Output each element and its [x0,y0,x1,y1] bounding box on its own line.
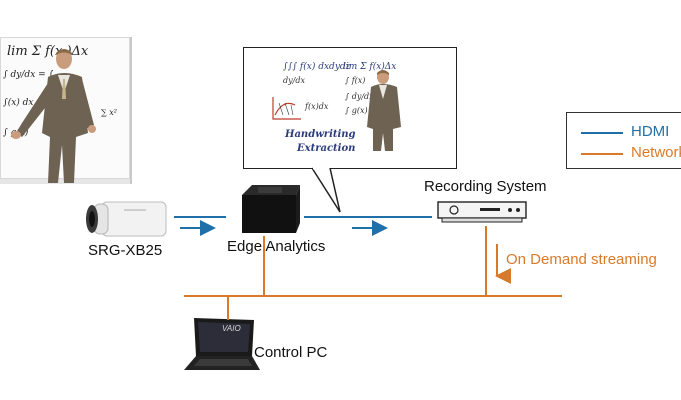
svg-text:∫ dy/dx: ∫ dy/dx [345,92,374,101]
recorder-icon [437,201,527,223]
camera-label: SRG-XB25 [88,242,163,259]
streaming-label: On Demand streaming [506,251,657,268]
legend-swatch-hdmi [581,132,623,134]
svg-text:Extraction: Extraction [296,143,355,154]
svg-text:∫ g(x): ∫ g(x) [345,106,368,115]
camera-icon [86,201,167,237]
analytics-output-image: ∫∫∫ f(x) dxdydz lim Σ f(x)Δx dy/dx ∫ f(x… [272,61,401,154]
control-pc-label: Control PC [254,344,328,361]
svg-text:∫∫∫ f(x) dxdydz: ∫∫∫ f(x) dxdydz [283,61,351,72]
handwriting-scribble: ∑ x² [101,108,117,117]
svg-text:Handwriting: Handwriting [284,129,356,140]
edge-analytics-icon [242,185,300,233]
legend: HDMI Network [566,112,681,169]
svg-text:lim Σ f(x)Δx: lim Σ f(x)Δx [343,61,396,72]
analytics-output-bubble: ∫∫∫ f(x) dxdydz lim Σ f(x)Δx dy/dx ∫ f(x… [243,47,457,169]
laptop-brand-text: VAIO [222,324,241,333]
legend-swatch-network [581,153,623,155]
handwriting-scribble: ∫ dy/dx = ∫ [3,70,54,80]
legend-label-hdmi: HDMI [631,123,670,140]
svg-text:dy/dx: dy/dx [283,76,305,85]
recording-system-label: Recording System [424,178,547,195]
edge-analytics-label: Edge Analytics [227,238,326,255]
svg-text:∫ f(x): ∫ f(x) [345,76,365,85]
legend-label-network: Network [631,144,681,161]
laptop-icon [184,318,260,370]
svg-text:f(x)dx: f(x)dx [304,102,329,111]
whiteboard-photo: lim Σ f(x,)Δx ∫ dy/dx = ∫ ∫(x) dx ∫ g(x)… [0,37,132,184]
bubble-tail [311,167,341,213]
handwriting-scribble: ∫(x) dx [3,98,34,108]
presenter-figure [11,49,96,183]
